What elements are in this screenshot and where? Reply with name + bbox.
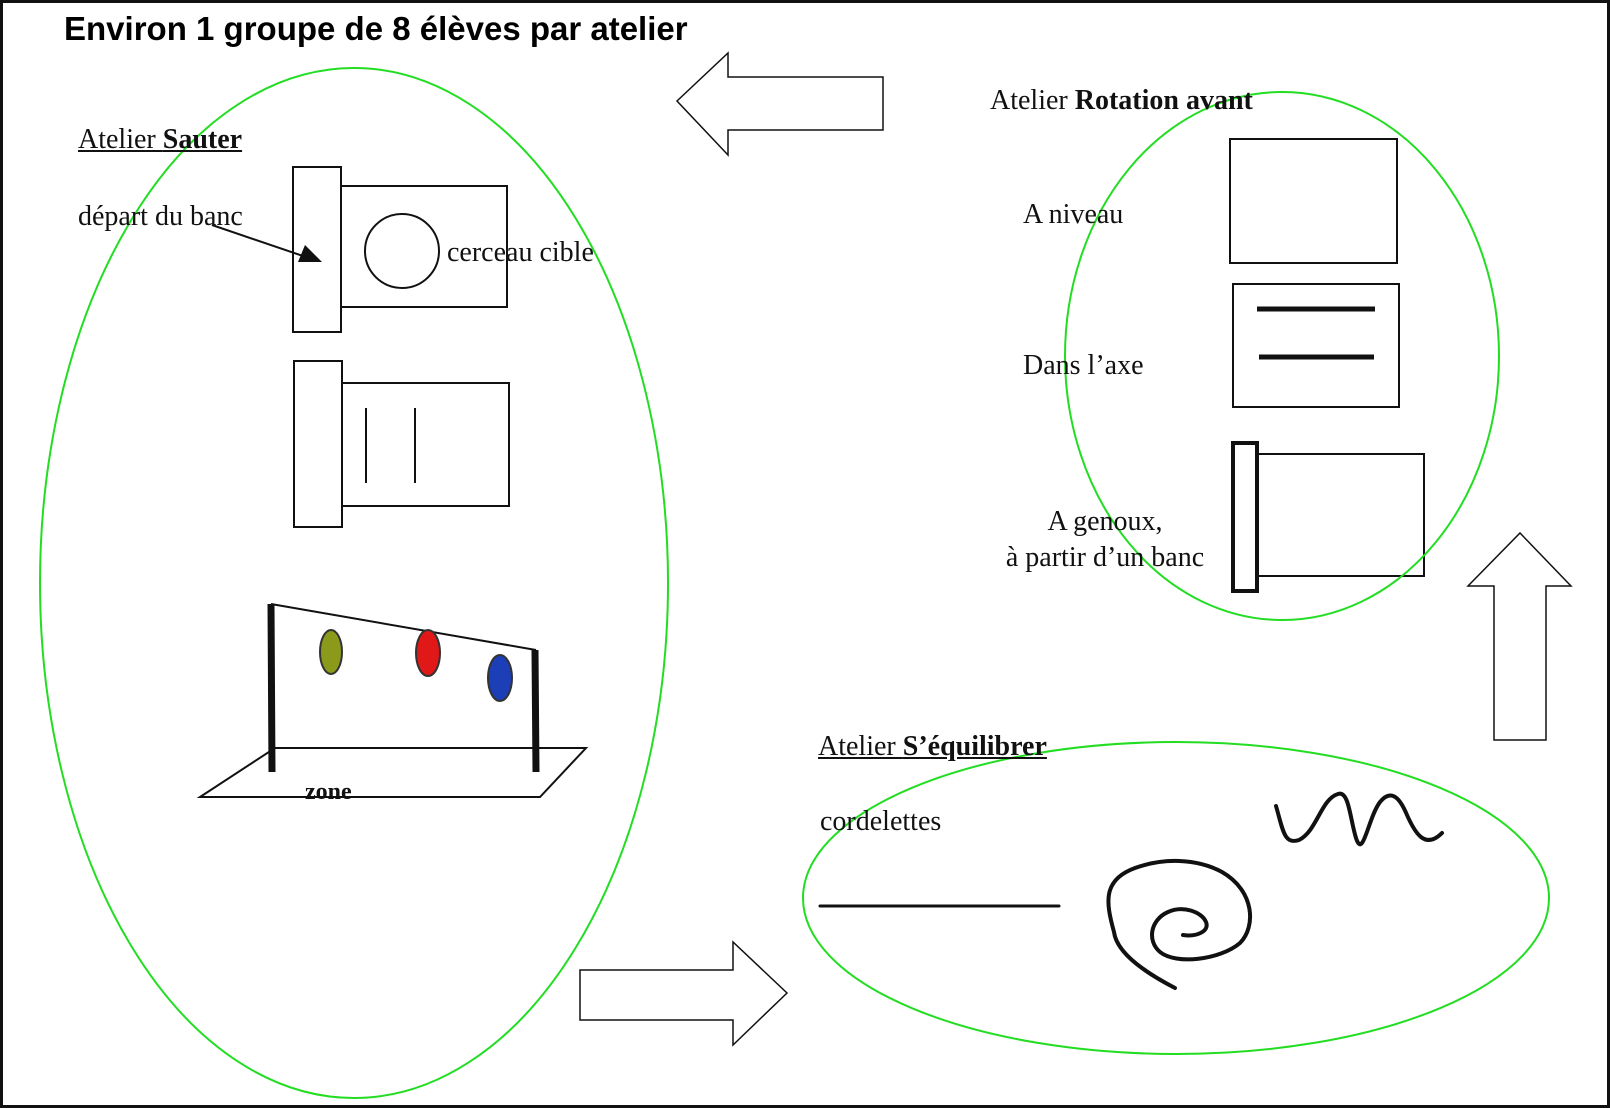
label-dans-axe: Dans l’axe — [1023, 350, 1144, 381]
ellipse-equilibrer — [802, 741, 1550, 1055]
rotation-arrows — [579, 51, 1573, 1047]
atelier-equilibrer-prefix: Atelier — [818, 731, 903, 762]
equilibrer-drawings — [818, 791, 1444, 990]
label-a-niveau: A niveau — [1023, 199, 1124, 230]
rotation-drawings — [1229, 138, 1425, 593]
cordelette-vague — [1274, 791, 1444, 847]
label-cordelettes: cordelettes — [820, 806, 942, 837]
label-a-genoux: A genoux, à partir d’un banc — [990, 504, 1220, 577]
label-a-genoux-line2: à partir d’un banc — [1005, 542, 1205, 574]
sauter-drawings — [196, 166, 589, 798]
cible-verte — [319, 629, 343, 675]
cordelette-spirale — [1106, 859, 1253, 990]
banc-2 — [293, 360, 343, 528]
atelier-ellipses — [39, 67, 1550, 1099]
label-cerceau-cible: cerceau cible — [447, 237, 594, 268]
atelier-equilibrer-name: S’équilibrer — [902, 731, 1047, 762]
atelier-rotation-prefix: Atelier — [990, 85, 1075, 116]
poteau-droit — [531, 649, 540, 773]
depart-arrow-head — [298, 245, 322, 262]
cerceau-cible — [364, 213, 440, 289]
arrow-up — [1466, 531, 1573, 741]
poteau-gauche — [267, 603, 276, 773]
atelier-rotation-name: Rotation avant — [1074, 85, 1253, 116]
atelier-equilibrer-heading: Atelier S’équilibrer — [818, 733, 1047, 761]
tapis-genoux — [1254, 453, 1425, 577]
label-a-genoux-line1: A genoux, — [1047, 506, 1163, 537]
cible-rouge — [415, 629, 441, 677]
page-title: Environ 1 groupe de 8 élèves par atelier — [64, 10, 688, 47]
atelier-sauter-name: Sauter — [162, 124, 243, 155]
label-zone: zone — [305, 779, 352, 805]
ellipse-rotation — [1064, 91, 1500, 621]
tapis-1 — [340, 185, 508, 308]
banc-1 — [292, 166, 342, 333]
label-depart-du-banc: départ du banc — [78, 201, 243, 232]
arrow-right — [579, 940, 789, 1047]
ellipse-sauter — [39, 67, 669, 1099]
tapis-niveau — [1229, 138, 1398, 264]
cible-bleue — [487, 654, 513, 702]
depart-arrow-line — [211, 224, 307, 258]
atelier-rotation-heading: Atelier Rotation avant — [990, 87, 1253, 115]
tapis-axe — [1232, 283, 1400, 408]
atelier-sauter-prefix: Atelier — [78, 124, 163, 155]
arrow-left — [675, 51, 884, 157]
zone-plane — [196, 747, 589, 798]
atelier-sauter-heading: Atelier Sauter — [78, 126, 242, 154]
corde-cibles — [270, 603, 537, 651]
tapis-2 — [341, 382, 510, 507]
banc-genoux — [1231, 441, 1259, 593]
